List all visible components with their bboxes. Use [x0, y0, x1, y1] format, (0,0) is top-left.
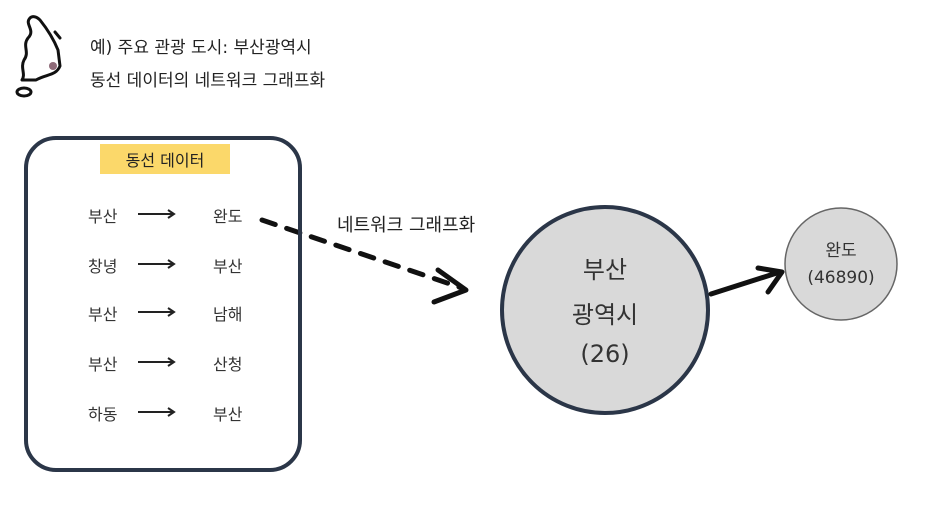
node-edge-arrow: [708, 269, 783, 297]
location-marker-icon: [49, 62, 57, 70]
route-to: 산청: [213, 355, 243, 374]
node-secondary-value: (46890): [807, 268, 875, 288]
edge-label: 네트워크 그래프화: [337, 215, 476, 236]
panel-title: 동선 데이터: [100, 144, 230, 174]
route-arrow-icon: [138, 259, 176, 269]
route-to: 부산: [213, 405, 243, 424]
route-from: 부산: [88, 207, 118, 226]
caption-line-2: 동선 데이터의 네트워크 그래프화: [90, 71, 326, 91]
korea-map-icon: [15, 15, 62, 98]
node-main-name-line2: 광역시: [571, 301, 639, 329]
route-arrow-icon: [138, 209, 176, 219]
node-edge-arrow-head: [755, 265, 785, 295]
route-to: 남해: [213, 305, 243, 324]
route-to: 부산: [213, 257, 243, 276]
node-main-value: (26): [580, 340, 630, 368]
route-arrow-icon: [138, 307, 176, 317]
route-from: 부산: [88, 305, 118, 324]
route-to: 완도: [213, 207, 243, 226]
node-main-name-line1: 부산: [582, 256, 628, 284]
route-arrow-icon: [138, 407, 176, 417]
route-arrow-icon: [138, 357, 176, 367]
node-secondary-name: 완도: [825, 241, 857, 261]
node-secondary-circle: [784, 207, 898, 321]
route-from: 부산: [88, 355, 118, 374]
dashed-arrow-head: [431, 267, 469, 305]
route-arrows: [138, 209, 176, 417]
route-from: 하동: [88, 405, 118, 424]
dashed-conversion-arrow: [259, 217, 465, 291]
caption-line-1: 예) 주요 관광 도시: 부산광역시: [90, 38, 312, 58]
route-data-panel: [24, 136, 302, 472]
node-main-circle: [500, 205, 710, 415]
route-from: 창녕: [88, 257, 118, 276]
